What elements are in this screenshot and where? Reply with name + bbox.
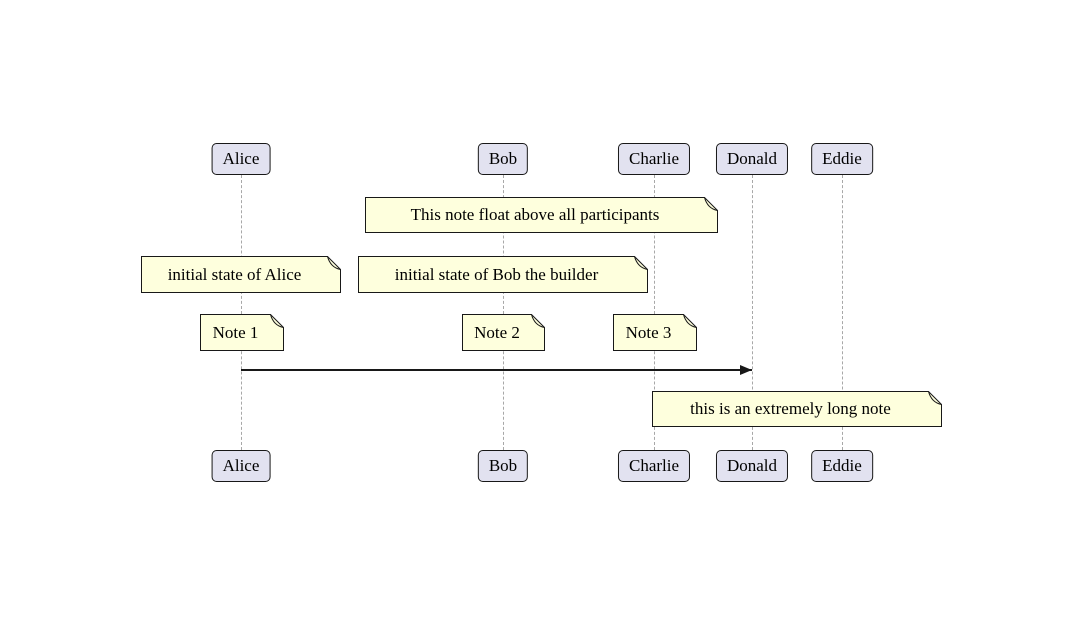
note-text: initial state of Alice bbox=[167, 264, 302, 284]
note-text: Note 2 bbox=[474, 322, 520, 342]
participant-eddie-top: Eddie bbox=[811, 143, 873, 175]
note-text: Note 1 bbox=[212, 322, 259, 342]
note-2: Note 2 bbox=[462, 314, 545, 351]
participant-label: Eddie bbox=[822, 149, 862, 168]
note-text: this is an extremely long note bbox=[690, 399, 891, 418]
participant-bob-bottom: Bob bbox=[477, 450, 529, 482]
note-text: initial state of Bob the builder bbox=[394, 264, 599, 284]
participant-label: Donald bbox=[726, 456, 778, 475]
lifeline-alice bbox=[240, 175, 242, 450]
participant-label: Charlie bbox=[628, 149, 680, 168]
lifeline-bob bbox=[502, 175, 504, 450]
participant-label: Charlie bbox=[628, 456, 680, 475]
participant-label: Bob bbox=[488, 456, 518, 475]
lifeline-eddie bbox=[841, 175, 843, 450]
arrowhead-icon bbox=[740, 364, 752, 375]
lifeline-charlie bbox=[653, 175, 655, 450]
participant-charlie-bottom: Charlie bbox=[617, 450, 691, 482]
participant-label: Alice bbox=[222, 149, 260, 168]
note-text: Note 3 bbox=[625, 322, 672, 342]
participant-label: Eddie bbox=[822, 456, 862, 475]
participant-label: Alice bbox=[222, 456, 260, 475]
participant-eddie-bottom: Eddie bbox=[811, 450, 873, 482]
participant-alice-bottom: Alice bbox=[211, 450, 271, 482]
note-text: This note float above all participants bbox=[410, 205, 660, 224]
note-initial-alice: initial state of Alice bbox=[141, 256, 341, 293]
note-1: Note 1 bbox=[200, 314, 284, 351]
note-long: this is an extremely long note bbox=[652, 391, 942, 427]
message-arrow-alice-donald bbox=[241, 364, 752, 375]
lifeline-donald bbox=[751, 175, 753, 450]
participant-donald-bottom: Donald bbox=[715, 450, 789, 482]
participant-donald-top: Donald bbox=[715, 143, 789, 175]
note-floating: This note float above all participants bbox=[365, 197, 718, 233]
participant-label: Bob bbox=[488, 149, 518, 168]
participant-label: Donald bbox=[726, 149, 778, 168]
note-initial-bob: initial state of Bob the builder bbox=[358, 256, 648, 293]
participant-alice-top: Alice bbox=[211, 143, 271, 175]
participant-charlie-top: Charlie bbox=[617, 143, 691, 175]
note-3: Note 3 bbox=[613, 314, 697, 351]
participant-bob-top: Bob bbox=[477, 143, 529, 175]
